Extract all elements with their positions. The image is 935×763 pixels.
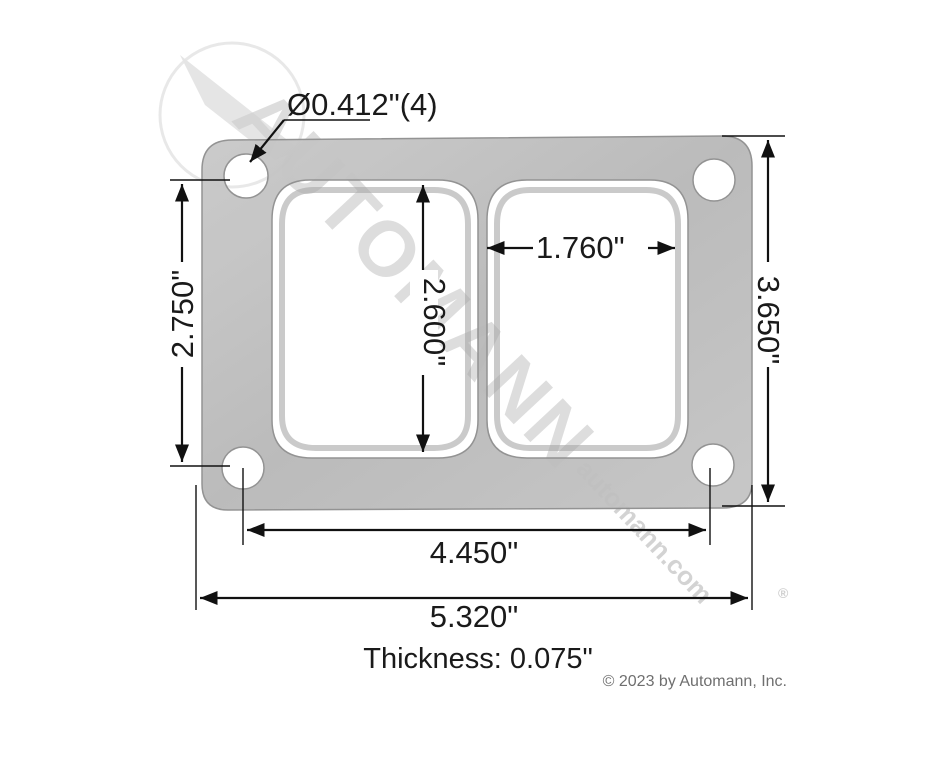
watermark-logo-icon <box>158 41 306 189</box>
port-bead-left <box>279 187 471 451</box>
port-bead-right <box>494 187 681 451</box>
gasket <box>201 135 753 511</box>
label-overall-width: 5.320" <box>430 599 519 634</box>
label-masks <box>168 230 784 375</box>
label-hole-vertical-spacing: 2.750" <box>165 270 200 359</box>
watermark-registered-mark: ® <box>778 585 789 601</box>
copyright-notice: © 2023 by Automann, Inc. <box>603 673 787 690</box>
label-port-width: 1.760" <box>536 230 625 265</box>
leader-hole-diameter <box>249 119 285 163</box>
thickness-caption: Thickness: 0.075" <box>363 643 593 675</box>
label-hole-horizontal-spacing: 4.450" <box>430 535 519 570</box>
extension-lines <box>170 119 785 610</box>
label-hole-diameter: Ø0.412"(4) <box>287 87 438 122</box>
label-overall-height: 3.650" <box>751 276 786 365</box>
gasket-plate <box>201 135 753 511</box>
label-port-height: 2.600" <box>417 278 452 367</box>
